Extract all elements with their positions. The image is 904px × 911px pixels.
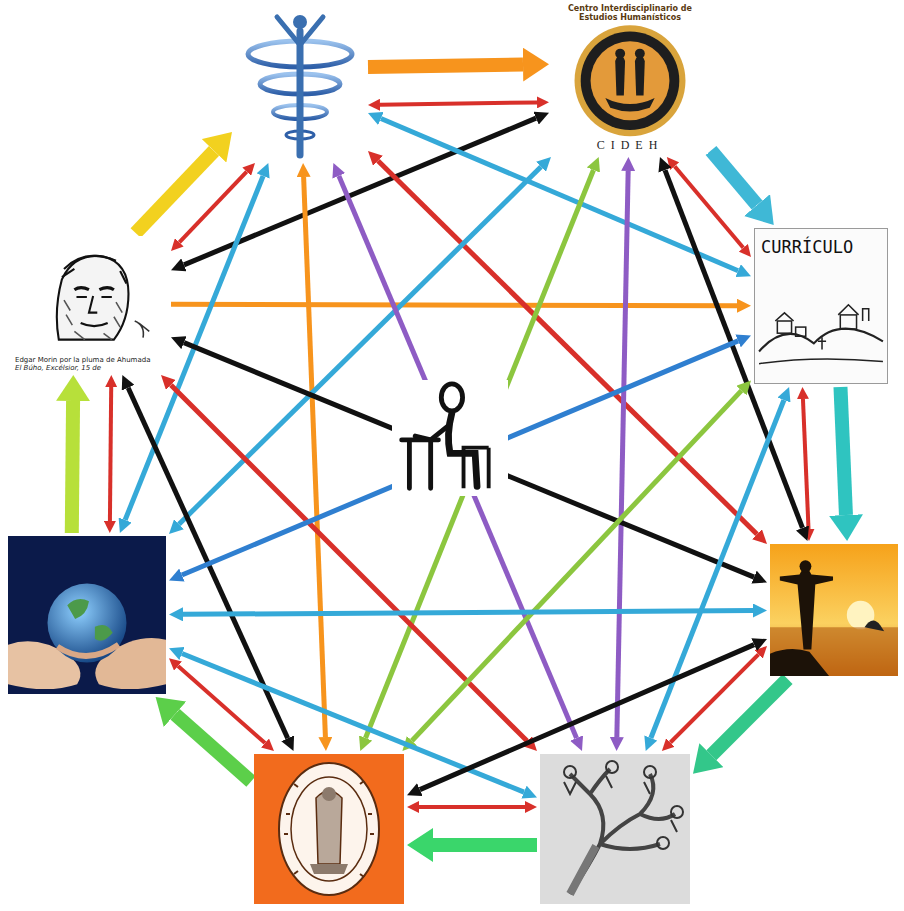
node-illustration (540, 754, 690, 904)
earth-hands (8, 536, 166, 694)
node-illustration (392, 380, 508, 496)
exchange-arrow (419, 805, 525, 809)
exchange-arrow (380, 102, 537, 104)
link-arrow (183, 611, 753, 615)
exchange-arrow (179, 172, 246, 243)
link-arrow (304, 177, 326, 737)
node-text: CURRÍCULO (755, 229, 887, 259)
link-arrow (651, 400, 784, 738)
node-text: Edgar Morin por la pluma de Ahumada (12, 356, 168, 364)
link-arrow (617, 171, 628, 737)
flow-arrow (840, 387, 845, 515)
link-arrow (184, 343, 754, 577)
curriculo-sketch: CURRÍCULO (754, 228, 888, 384)
exchange-arrow (803, 399, 809, 529)
exchange-arrow (670, 654, 758, 742)
cideh-logo: Centro Interdisciplinario de Estudios Hu… (552, 4, 708, 154)
morin-portrait: Edgar Morin por la pluma de AhumadaEl Bú… (12, 236, 168, 372)
node-illustration (254, 754, 404, 904)
tree-sketch (540, 754, 690, 904)
node-text: Centro Interdisciplinario de Estudios Hu… (552, 4, 708, 24)
link-arrow (339, 176, 577, 738)
node-illustration (552, 24, 708, 137)
university-seal (254, 754, 404, 904)
link-arrow (366, 170, 594, 738)
link-arrow (171, 304, 737, 306)
sunset-figure (770, 544, 898, 676)
flow-arrow (72, 401, 73, 533)
student-figure (392, 380, 508, 496)
exchange-arrow (178, 666, 265, 743)
node-illustration (12, 236, 168, 356)
flow-arrow (433, 838, 537, 852)
node-illustration (755, 259, 887, 383)
flow-arrow (175, 714, 251, 781)
vision-icon (235, 8, 365, 160)
flow-arrow (711, 150, 757, 205)
node-illustration (770, 544, 898, 676)
flow-arrow (368, 65, 523, 67)
node-illustration (8, 536, 166, 694)
link-arrow (182, 341, 738, 575)
node-text: CIDEH (552, 137, 708, 154)
node-text: El Búho, Excélsior, 15 de (12, 364, 168, 372)
link-arrow (378, 161, 757, 534)
exchange-arrow (110, 387, 111, 521)
node-illustration (235, 8, 365, 160)
exchange-arrow (675, 166, 744, 248)
